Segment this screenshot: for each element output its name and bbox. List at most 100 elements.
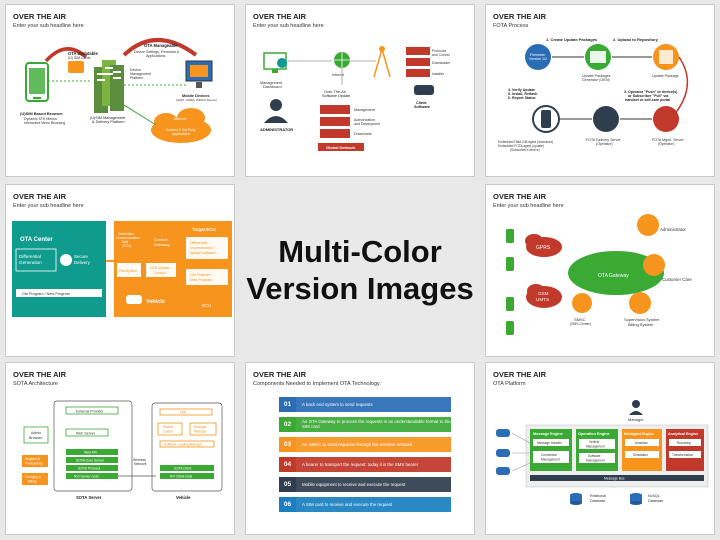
svg-text:RVI Client node: RVI Client node [170, 475, 192, 479]
list-item[interactable]: 05 Mobile equipment to receive and execu… [279, 477, 451, 492]
slide-ota-gateway[interactable]: OVER THE AIR Enter your sub headline her… [485, 184, 715, 357]
svg-text:Secure: Secure [74, 254, 88, 259]
svg-text:Simulation: Simulation [633, 453, 648, 457]
svg-text:Device Settings, Firmware &: Device Settings, Firmware & [134, 50, 180, 54]
svg-text:SOTA Server: SOTA Server [76, 495, 102, 500]
svg-text:Browser: Browser [29, 436, 43, 440]
svg-text:Device: Device [130, 68, 141, 72]
svg-text:and Deployment: and Deployment [354, 122, 380, 126]
svg-text:RVI Server node: RVI Server node [74, 475, 99, 479]
svg-text:Management: Management [260, 81, 283, 85]
svg-text:OTA Updatable: OTA Updatable [68, 51, 98, 56]
svg-text:Version 1/2: Version 1/2 [529, 57, 547, 61]
global-network-bar [318, 143, 364, 151]
cloud-icon [151, 108, 211, 143]
sota-architecture-diagram: External Provider Admin Browser Web Serv… [22, 400, 223, 500]
svg-text:(U) SIM Cards: (U) SIM Cards [68, 56, 91, 60]
svg-text:SOTA Core Server: SOTA Core Server [76, 459, 105, 463]
svg-text:Embedded DMA-DM agent (downloa: Embedded DMA-DM agent (download) [498, 140, 553, 144]
svg-text:Message Bus: Message Bus [604, 477, 625, 481]
slide-sota-architecture[interactable]: OVER THE AIR SOTA Architecture External … [5, 362, 235, 535]
smsc-icon [572, 293, 592, 313]
svg-text:Vehicle: Vehicle [176, 495, 191, 500]
svg-text:Software Loading Manager: Software Loading Manager [164, 443, 203, 447]
svg-text:reconstruction /: reconstruction / [190, 246, 215, 250]
slide-title: OVER THE AIR [493, 192, 547, 201]
slide-ota-platform[interactable]: OVER THE AIR OTA Platform Manager Messag… [485, 362, 715, 535]
svg-text:Internet: Internet [174, 117, 186, 121]
svg-text:Provisioning: Provisioning [25, 462, 43, 466]
svg-text:ECU: ECU [202, 303, 211, 308]
svg-text:Web API: Web API [84, 451, 97, 455]
slide-subtitle: Enter your sub headline here [493, 203, 564, 209]
svg-text:Admin: Admin [31, 431, 41, 435]
antenna-icon [373, 46, 391, 78]
svg-text:Billing: Billing [28, 480, 37, 484]
phone-icon [506, 229, 514, 243]
svg-text:2. Upload to Repository: 2. Upload to Repository [613, 37, 659, 42]
fota-process-diagram: 1. Create Update Packages 2. Upload to R… [498, 37, 689, 152]
gsm-cloud-icon [526, 284, 562, 308]
svg-text:Relational: Relational [590, 494, 606, 498]
car-icon [496, 467, 510, 475]
slide-ota-overview[interactable]: OVER THE AIR Enter your sub headline her… [5, 4, 235, 177]
svg-text:Embedded FOTA agent (update): Embedded FOTA agent (update) [498, 144, 544, 148]
intelligent-engine-box [622, 429, 662, 471]
svg-text:Software: Software [588, 454, 601, 458]
list-item[interactable]: 06 A SIM card to receive and execute the… [279, 497, 451, 512]
slide-fota-process[interactable]: OVER THE AIR FOTA Process 1. Create Upda… [485, 4, 715, 177]
svg-text:Reporting: Reporting [677, 441, 691, 445]
svg-text:Downloads: Downloads [354, 132, 372, 136]
svg-text:Old Program /: Old Program / [190, 273, 212, 277]
svg-text:Connection: Connection [541, 453, 557, 457]
car-icon [496, 429, 510, 437]
svg-text:UMTS: UMTS [536, 297, 549, 302]
svg-text:SOTA Protocol: SOTA Protocol [78, 467, 100, 471]
svg-text:Module: Module [163, 425, 174, 429]
list-item[interactable]: 01 A back end system to send requests [279, 397, 451, 412]
svg-text:3. Operator "Push" to device(s: 3. Operator "Push" to device(s) [624, 90, 678, 94]
svg-text:Differential: Differential [19, 254, 41, 259]
svg-text:Dashboard: Dashboard [263, 85, 282, 89]
customer-care-icon [643, 254, 665, 276]
slide-subtitle: FOTA Process [493, 23, 529, 29]
svg-text:Telematics: Telematics [118, 232, 134, 236]
svg-text:and Control: and Control [432, 53, 450, 57]
slide-title: OVER THE AIR [13, 370, 67, 379]
svg-text:(U)SIM Management: (U)SIM Management [90, 116, 126, 120]
svg-text:Authorization: Authorization [354, 118, 375, 122]
svg-text:Communication: Communication [116, 236, 140, 240]
svg-text:Unit: Unit [122, 240, 128, 244]
svg-text:Message Handler: Message Handler [537, 441, 563, 445]
list-item[interactable]: 04 A bearer to transport the request: to… [279, 457, 451, 472]
ota-platform-diagram: Manager Message Engine Message Handler C… [496, 400, 709, 505]
slide-title: OVER THE AIR [13, 12, 67, 21]
svg-text:Operation Engine: Operation Engine [578, 432, 610, 436]
svg-text:Differential: Differential [190, 241, 207, 245]
svg-text:Protocols: Protocols [432, 49, 446, 53]
svg-text:Web Server: Web Server [76, 432, 96, 436]
svg-text:Network: Network [134, 462, 147, 466]
server-block [406, 47, 430, 55]
svg-text:Generation: Generation [19, 260, 42, 265]
slide-ota-vehicle[interactable]: OVER THE AIR Enter your sub headline her… [5, 184, 235, 357]
operation-engine-box [576, 429, 618, 471]
svg-text:Customer Care: Customer Care [662, 277, 692, 282]
svg-text:5. Install, Reflash: 5. Install, Reflash [508, 92, 537, 96]
svg-text:handset or self-care portal: handset or self-care portal [625, 98, 670, 102]
slide-ota-components[interactable]: OVER THE AIR Components Needed to Implem… [245, 362, 475, 535]
software-update-diagram: Management Dashboard ADMINISTRATOR Inter… [260, 46, 451, 151]
list-item[interactable]: 02 An OTA Gateway to process the request… [279, 417, 451, 432]
lock-icon [60, 254, 72, 266]
arrow-icon [44, 47, 88, 63]
svg-text:Management: Management [541, 458, 560, 462]
svg-text:Wireless: Wireless [133, 458, 146, 462]
administrator-icon [637, 214, 659, 236]
svg-text:Update Package: Update Package [652, 74, 679, 78]
list-item[interactable]: 03 An SMSC to send requests through the … [279, 437, 451, 452]
slide-ota-software-update[interactable]: OVER THE AIR Enter your sub headline her… [245, 4, 475, 177]
gear-icon [277, 58, 287, 68]
svg-text:Analytical Engine: Analytical Engine [668, 432, 698, 436]
svg-text:Package: Package [194, 425, 207, 429]
svg-text:Software: Software [414, 105, 430, 109]
